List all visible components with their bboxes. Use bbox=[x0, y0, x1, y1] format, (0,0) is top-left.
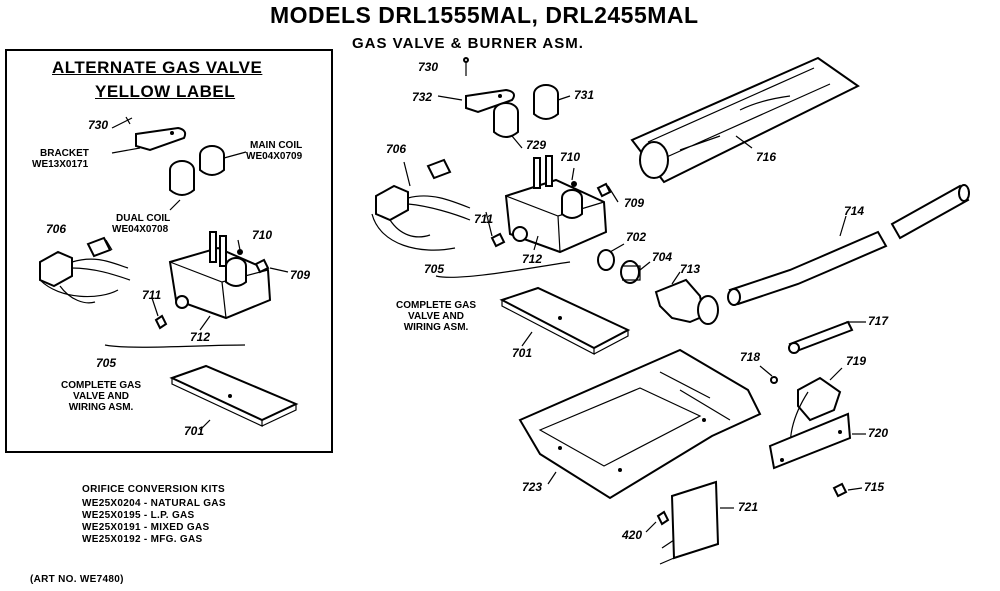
callout-702: 702 bbox=[626, 230, 647, 244]
main-igniter-719-drawing bbox=[789, 376, 842, 451]
callout-731: 731 bbox=[574, 88, 595, 102]
callout-709: 709 bbox=[624, 196, 645, 210]
inset-dual-coil-drawing bbox=[169, 160, 195, 211]
main-elbow-713-drawing bbox=[654, 278, 719, 325]
inset-leaders bbox=[104, 239, 289, 431]
callout-711-inset: 711 bbox=[142, 288, 162, 302]
callout-706-inset: 706 bbox=[46, 222, 67, 236]
callout-701: 701 bbox=[512, 346, 533, 360]
callout-717: 717 bbox=[868, 314, 889, 328]
callout-709-inset: 709 bbox=[290, 268, 311, 282]
main-wiring-drawing bbox=[371, 158, 471, 251]
inset-complete-label-line1: COMPLETE GAS bbox=[60, 380, 141, 391]
inset-title: ALTERNATE GAS VALVE bbox=[52, 58, 263, 77]
page-subtitle: GAS VALVE & BURNER ASM. bbox=[352, 35, 584, 52]
callout-714: 714 bbox=[844, 204, 865, 218]
callout-730: 730 bbox=[418, 60, 439, 74]
callout-718: 718 bbox=[740, 350, 761, 364]
callout-704: 704 bbox=[652, 250, 673, 264]
main-complete-label-line1: COMPLETE GAS bbox=[395, 300, 476, 311]
callout-715: 715 bbox=[864, 480, 885, 494]
bracket-label: BRACKET bbox=[40, 148, 89, 159]
main-base-723-drawing bbox=[518, 348, 762, 500]
dual-coil-part-number: WE04X0708 bbox=[112, 224, 169, 235]
kit-item: WE25X0204 - NATURAL GAS bbox=[82, 498, 226, 509]
callout-701-inset: 701 bbox=[184, 424, 205, 438]
kit-item: WE25X0195 - L.P. GAS bbox=[82, 510, 195, 521]
kits-heading: ORIFICE CONVERSION KITS bbox=[82, 484, 226, 495]
inset-complete-label-line3: WIRING ASM. bbox=[68, 402, 134, 413]
inset-subtitle: YELLOW LABEL bbox=[95, 82, 236, 101]
callout-716: 716 bbox=[756, 150, 777, 164]
main-coil-part-number: WE04X0709 bbox=[246, 151, 303, 162]
callout-729: 729 bbox=[526, 138, 547, 152]
callout-719: 719 bbox=[846, 354, 867, 368]
callout-712: 712 bbox=[522, 252, 543, 266]
main-coil-label: MAIN COIL bbox=[250, 140, 303, 151]
callout-720: 720 bbox=[868, 426, 889, 440]
kit-item: WE25X0191 - MIXED GAS bbox=[82, 522, 210, 533]
inset-complete-label: COMPLETE GAS VALVE AND WIRING ASM. bbox=[46, 380, 156, 413]
callout-730-inset: 730 bbox=[88, 118, 109, 132]
main-complete-label-line2: VALVE AND bbox=[408, 311, 464, 322]
callout-420: 420 bbox=[622, 528, 643, 542]
callout-721: 721 bbox=[738, 500, 759, 514]
inset-gas-valve-drawing bbox=[168, 231, 272, 320]
inset-screw-drawing bbox=[154, 258, 270, 330]
main-plate-701-drawing bbox=[499, 286, 631, 355]
main-tube-714-drawing bbox=[727, 184, 970, 306]
callout-732: 732 bbox=[412, 90, 433, 104]
callout-710-inset: 710 bbox=[252, 228, 273, 242]
callout-706: 706 bbox=[386, 142, 407, 156]
inset-bracket-drawing bbox=[111, 116, 187, 154]
main-bracket-drawing bbox=[437, 57, 515, 114]
main-coil-729-drawing bbox=[493, 102, 519, 138]
main-part-717-drawing bbox=[788, 320, 854, 354]
inset-main-coil-drawing bbox=[199, 145, 247, 176]
callout-723: 723 bbox=[522, 480, 543, 494]
main-bracket-720-drawing bbox=[768, 412, 852, 470]
main-parts-702-704-drawing bbox=[597, 249, 641, 284]
inset-wiring-drawing bbox=[39, 236, 131, 304]
dual-coil-label: DUAL COIL bbox=[116, 213, 171, 224]
callout-711: 711 bbox=[474, 212, 494, 226]
main-gas-valve-drawing bbox=[504, 155, 608, 254]
main-complete-label-line3: WIRING ASM. bbox=[403, 322, 469, 333]
callout-705: 705 bbox=[424, 262, 445, 276]
inset-complete-label-line2: VALVE AND bbox=[73, 391, 129, 402]
main-shield-721-drawing bbox=[659, 480, 720, 565]
art-number: (ART NO. WE7480) bbox=[30, 574, 124, 585]
kit-item: WE25X0192 - MFG. GAS bbox=[82, 534, 203, 545]
alternate-valve-inset bbox=[5, 49, 333, 453]
callout-713: 713 bbox=[680, 262, 701, 276]
page-title: MODELS DRL1555MAL, DRL2455MAL bbox=[270, 2, 699, 28]
main-coil-731-drawing bbox=[533, 84, 559, 120]
callout-710: 710 bbox=[560, 150, 581, 164]
main-leaders bbox=[403, 95, 866, 533]
main-complete-label: COMPLETE GAS VALVE AND WIRING ASM. bbox=[376, 300, 496, 333]
callout-712-inset: 712 bbox=[190, 330, 211, 344]
main-screws-drawing bbox=[490, 182, 848, 526]
callout-705-inset: 705 bbox=[96, 356, 117, 370]
main-burner-716-drawing bbox=[630, 56, 860, 184]
bracket-part-number: WE13X0171 bbox=[32, 159, 89, 170]
inset-bracket-plate-drawing bbox=[169, 364, 299, 427]
